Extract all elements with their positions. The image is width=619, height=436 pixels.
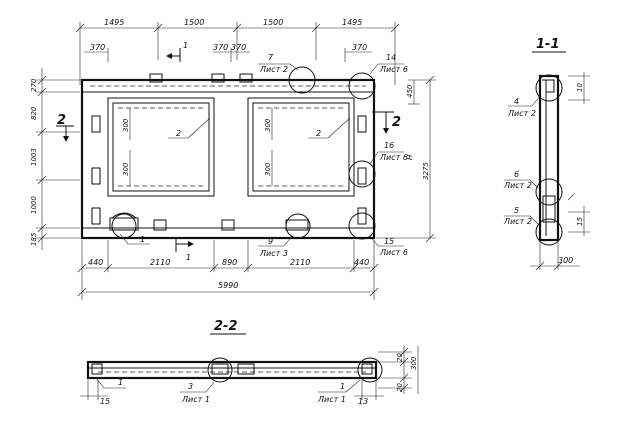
cut-2-right-label: 2 bbox=[392, 115, 401, 130]
callout-7-number: 7 bbox=[268, 53, 274, 62]
dim-370-b: 370 bbox=[213, 43, 228, 52]
section-2-2-title: 2-2 bbox=[214, 319, 238, 334]
dim-270: 270 bbox=[30, 78, 38, 92]
pos-1-s22: 1 bbox=[118, 378, 123, 387]
callout-1-number: 1 bbox=[340, 382, 345, 391]
dim-300-a: 300 bbox=[122, 118, 130, 132]
dim-s22-20-b: 20 bbox=[396, 383, 404, 392]
dim-s22-300: 300 bbox=[410, 356, 418, 370]
detail-circle-6 bbox=[535, 178, 563, 206]
detail-circle-1-plan bbox=[111, 213, 137, 239]
callout-4-number: 4 bbox=[514, 97, 519, 106]
dim-3275: 3275 bbox=[422, 162, 430, 180]
callout-9-number: 9 bbox=[268, 237, 273, 246]
dim-s11-300: 300 bbox=[558, 256, 573, 265]
section-1-1: 1-1 10 15 300 4 Лист 2 6 Лист 2 bbox=[503, 37, 590, 271]
detail-circle-5 bbox=[535, 218, 563, 246]
section-2-2: 2-2 15 1 3 Лист 1 1 Лист 1 13 bbox=[80, 319, 419, 406]
detail-circle-15 bbox=[348, 212, 376, 240]
callout-6-sheet: Лист 2 bbox=[503, 181, 532, 190]
detail-circle-9 bbox=[285, 213, 311, 239]
callout-3-sheet: Лист 1 bbox=[181, 395, 210, 404]
detail-circle-4 bbox=[535, 74, 563, 102]
callout-9-sheet: Лист 3 bbox=[259, 249, 288, 258]
callout-6-number: 6 bbox=[514, 170, 519, 179]
dim-s22-13: 13 bbox=[358, 397, 368, 406]
dim-185: 185 bbox=[30, 232, 38, 246]
h-mark: H bbox=[406, 154, 414, 160]
dim-300-d: 300 bbox=[264, 162, 272, 176]
dim-1495-left: 1495 bbox=[104, 18, 124, 27]
dim-2110-b: 2110 bbox=[290, 258, 310, 267]
callout-15-sheet: Лист 6 bbox=[379, 248, 408, 257]
pos-1-plan: 1 bbox=[140, 235, 145, 244]
callout-16-sheet: Лист 6 bbox=[379, 153, 408, 162]
callout-1-sheet: Лист 1 bbox=[317, 395, 346, 404]
dim-440-a: 440 bbox=[88, 258, 103, 267]
dim-370-a: 370 bbox=[90, 43, 105, 52]
dim-s22-15: 15 bbox=[100, 397, 110, 406]
detail-circle-14 bbox=[348, 72, 376, 100]
dim-820: 820 bbox=[30, 106, 38, 120]
cut-1-bottom-label: 1 bbox=[186, 253, 191, 262]
pos-2-right: 2 bbox=[316, 129, 321, 138]
detail-circle-7 bbox=[288, 66, 316, 94]
dim-890: 890 bbox=[222, 258, 237, 267]
callout-15-number: 15 bbox=[384, 237, 394, 246]
callout-14-number: 14 bbox=[386, 53, 396, 62]
dim-370-c: 370 bbox=[231, 43, 246, 52]
dim-370-d: 370 bbox=[352, 43, 367, 52]
callout-14-sheet: Лист 6 bbox=[379, 65, 408, 74]
dim-440-b: 440 bbox=[354, 258, 369, 267]
cut-2-left-label: 2 bbox=[57, 113, 66, 128]
cut-1-top-label: 1 bbox=[183, 41, 188, 50]
callout-7-sheet: Лист 2 bbox=[259, 65, 288, 74]
callout-3-number: 3 bbox=[188, 382, 193, 391]
dim-1500-b: 1500 bbox=[263, 18, 283, 27]
detail-circle-16 bbox=[348, 160, 376, 188]
detail-circle-1-s22 bbox=[357, 357, 383, 383]
detail-circle-3 bbox=[207, 357, 233, 383]
dim-1500-a: 1500 bbox=[184, 18, 204, 27]
pos-2-left: 2 bbox=[176, 129, 181, 138]
callout-4-sheet: Лист 2 bbox=[507, 109, 536, 118]
dim-450: 450 bbox=[406, 84, 414, 98]
dim-300-b: 300 bbox=[122, 162, 130, 176]
callout-5-number: 5 bbox=[514, 206, 519, 215]
callout-16-number: 16 bbox=[384, 141, 394, 150]
plan-view: 1495 1500 1500 1495 370 370 370 370 1 bbox=[30, 18, 436, 300]
dim-1003: 1003 bbox=[30, 148, 38, 166]
dim-s11-10: 10 bbox=[576, 83, 584, 92]
dim-2110-a: 2110 bbox=[150, 258, 170, 267]
dim-1495-right: 1495 bbox=[342, 18, 362, 27]
dim-s11-15: 15 bbox=[576, 217, 584, 226]
dim-1000: 1000 bbox=[30, 196, 38, 214]
dim-5990: 5990 bbox=[218, 281, 238, 290]
dim-s22-20-a: 20 bbox=[396, 353, 404, 362]
section-1-1-title: 1-1 bbox=[536, 37, 560, 52]
callout-5-sheet: Лист 2 bbox=[503, 217, 532, 226]
dim-300-c: 300 bbox=[264, 118, 272, 132]
